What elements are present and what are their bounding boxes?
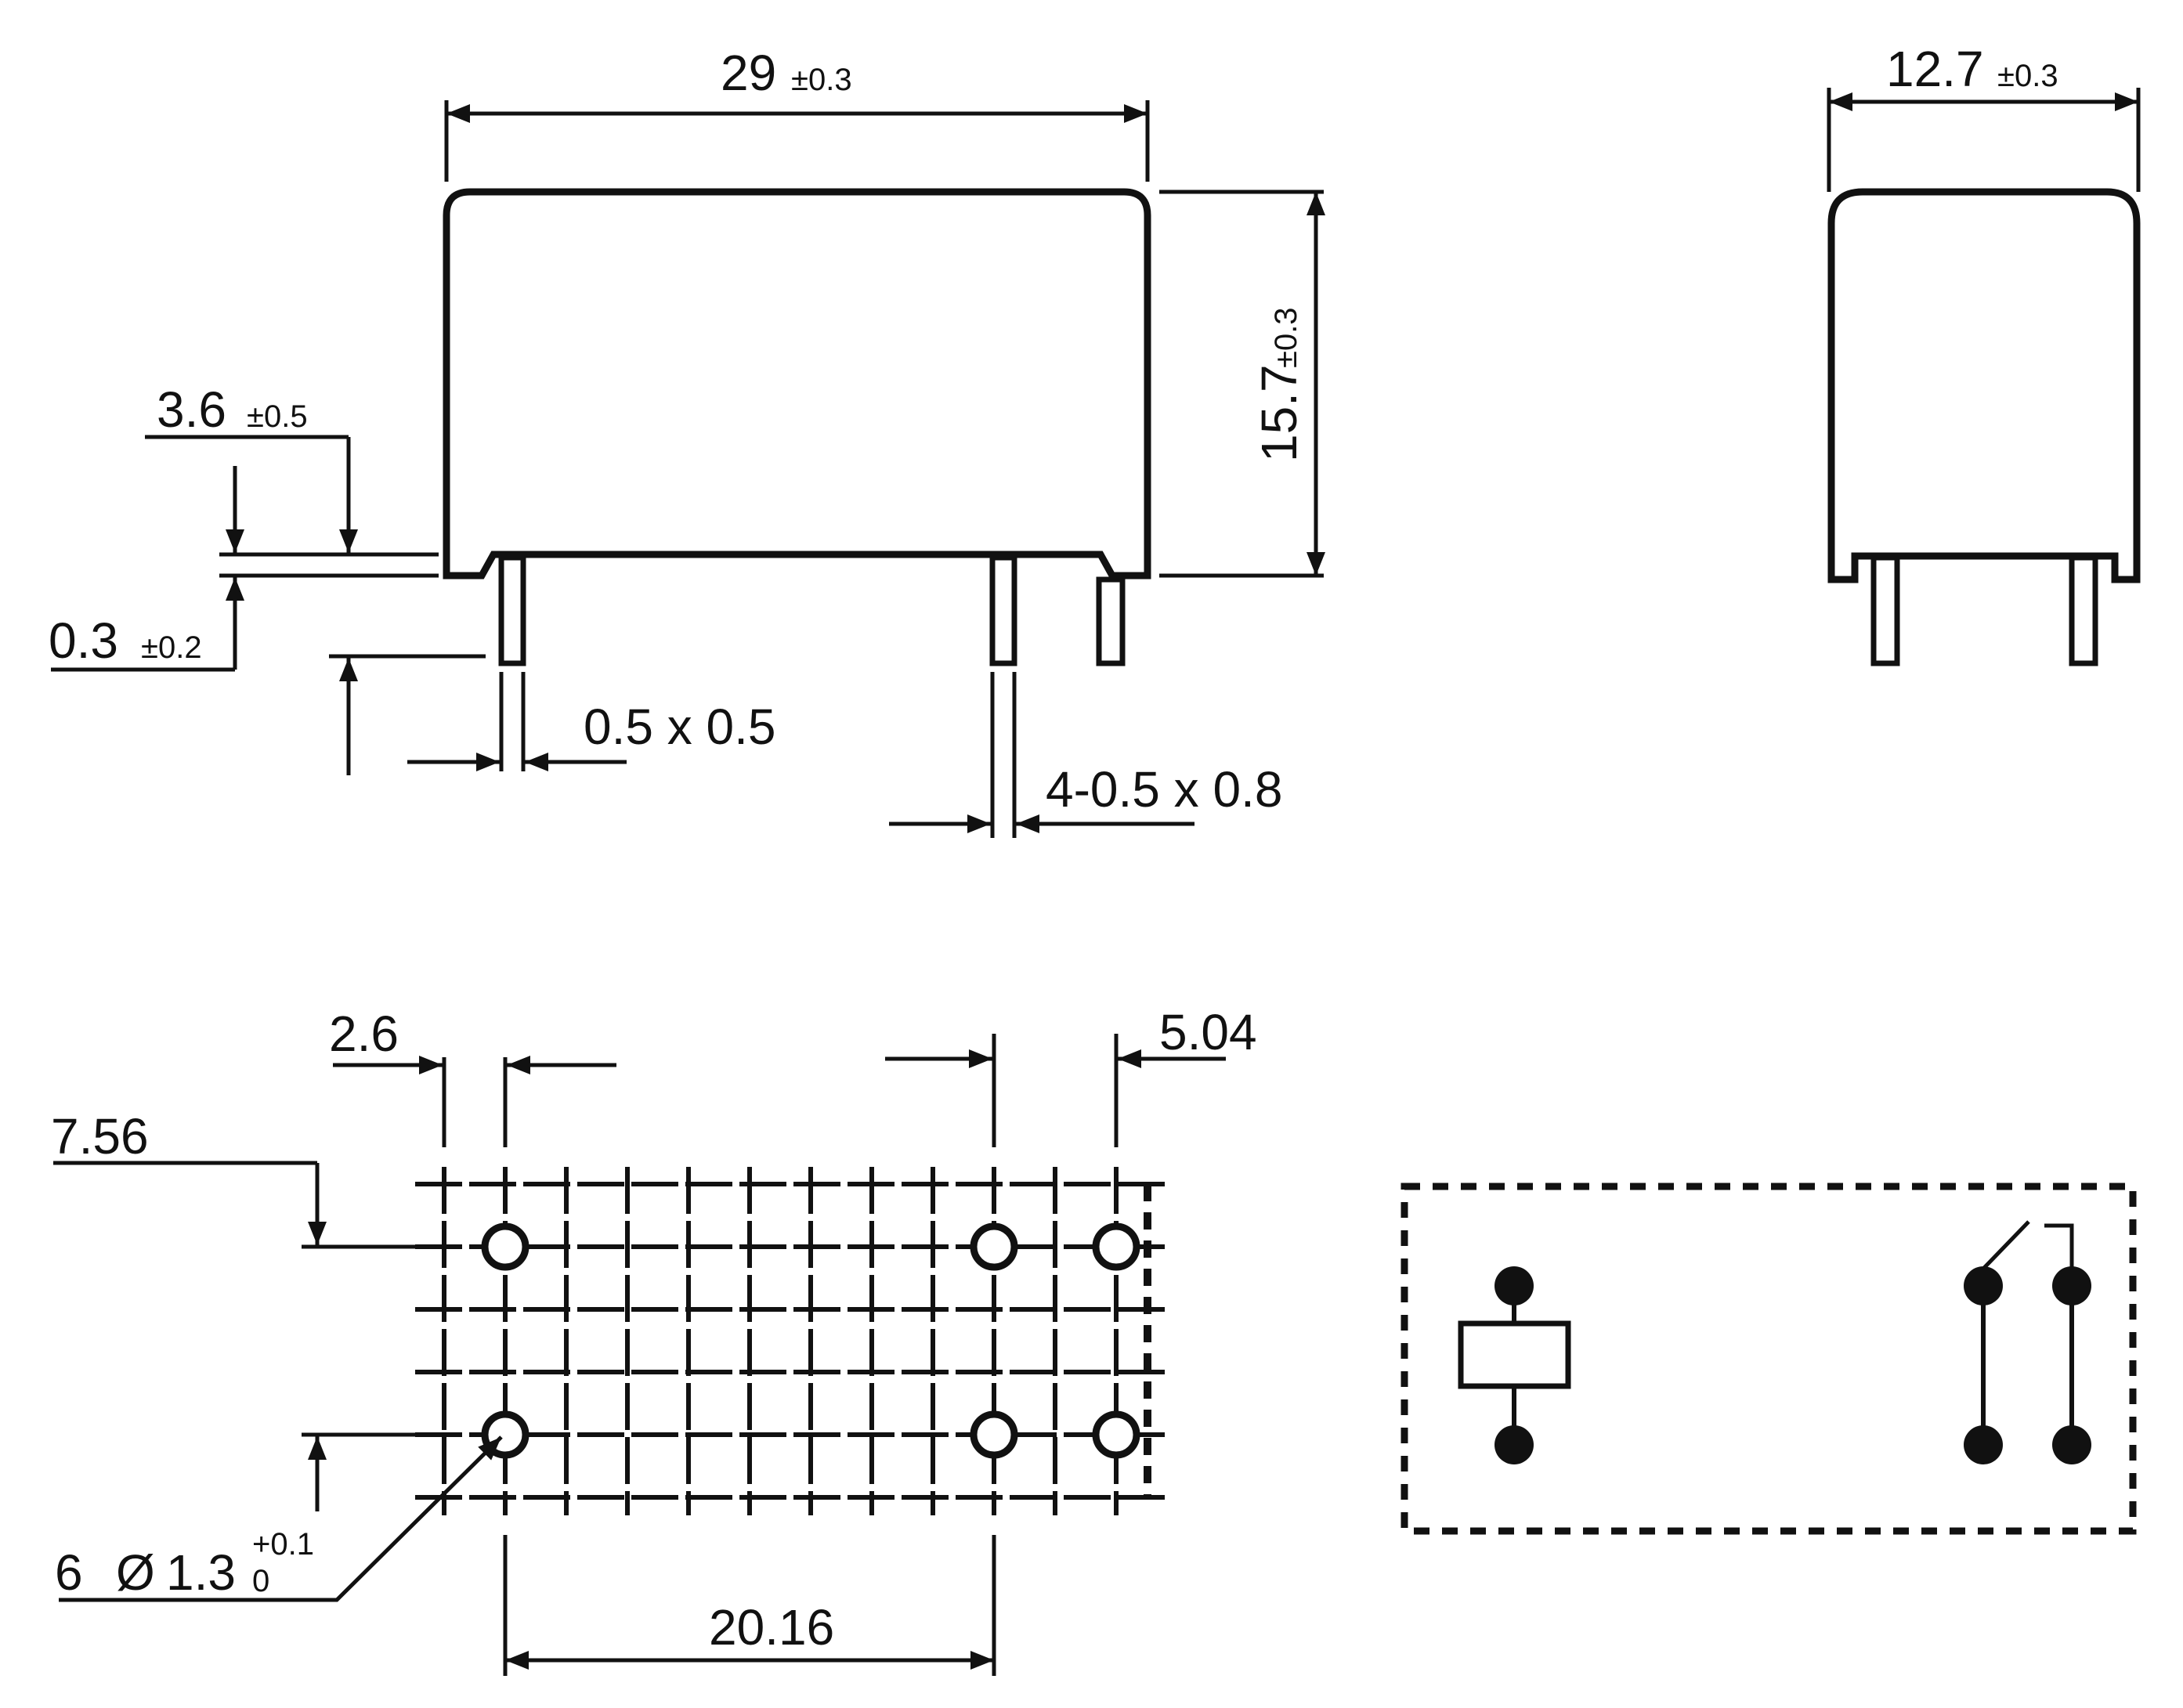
row-pitch-value: 7.56 xyxy=(51,1108,149,1165)
hole-3 xyxy=(1092,1222,1140,1271)
pin-span-value: 20.16 xyxy=(709,1599,834,1656)
relay-body-side xyxy=(1827,188,2141,583)
hole-2 xyxy=(970,1222,1018,1271)
side-view: 12.7 ±0.3 xyxy=(1827,41,2141,666)
pcb-grid xyxy=(415,1167,1169,1515)
hole-6 xyxy=(1092,1410,1140,1459)
height-value: 15.7 xyxy=(1251,364,1307,462)
width-value: 29 xyxy=(721,45,776,101)
pin-b-side xyxy=(2069,554,2098,666)
gap-value: 0.3 xyxy=(49,612,118,669)
pin-1-front xyxy=(498,554,526,666)
front-view: 29 ±0.3 15.7 ±0.3 3.6 ±0.5 0.3 ±0.2 0.5 … xyxy=(49,45,1325,838)
relay-contact-symbol xyxy=(1964,1220,2091,1464)
schematic-frame xyxy=(1401,1183,2137,1535)
pin-2-front xyxy=(989,554,1017,666)
pin-a-side xyxy=(1870,554,1900,666)
pin-3-front xyxy=(1096,576,1126,666)
height-tolerance: ±0.3 xyxy=(1269,307,1303,368)
hole-1 xyxy=(481,1222,529,1271)
schematic-diagram xyxy=(1401,1183,2137,1535)
hole-diameter-symbol: Ø xyxy=(116,1544,155,1601)
pin-large-dimension: 4-0.5 x 0.8 xyxy=(1046,761,1282,818)
pcb-holes xyxy=(481,1222,1140,1459)
standoff-value: 3.6 xyxy=(157,381,226,438)
gap-tolerance: ±0.2 xyxy=(141,630,202,665)
depth-value: 12.7 xyxy=(1886,41,1984,97)
pcb-layout: 2.6 5.04 7.56 6 Ø 1.3 +0.1 0 20.16 xyxy=(51,1004,1257,1676)
standoff-tolerance: ±0.5 xyxy=(247,399,308,434)
width-tolerance: ±0.3 xyxy=(791,63,852,97)
pin-small-dimension: 0.5 x 0.5 xyxy=(584,699,776,755)
hole-5 xyxy=(970,1410,1018,1459)
hole-diameter-value: 1.3 xyxy=(166,1544,236,1601)
hole-spec-leader xyxy=(59,1435,503,1602)
depth-tolerance: ±0.3 xyxy=(1997,59,2058,93)
offset-left-value: 2.6 xyxy=(329,1006,399,1062)
hole-tolerance-lower: 0 xyxy=(252,1564,269,1598)
relay-body-front xyxy=(443,188,1151,580)
offset-right-value: 5.04 xyxy=(1159,1004,1257,1060)
hole-tolerance-upper: +0.1 xyxy=(252,1527,314,1562)
relay-coil-symbol xyxy=(1458,1266,1571,1464)
hole-count: 6 xyxy=(55,1544,83,1601)
